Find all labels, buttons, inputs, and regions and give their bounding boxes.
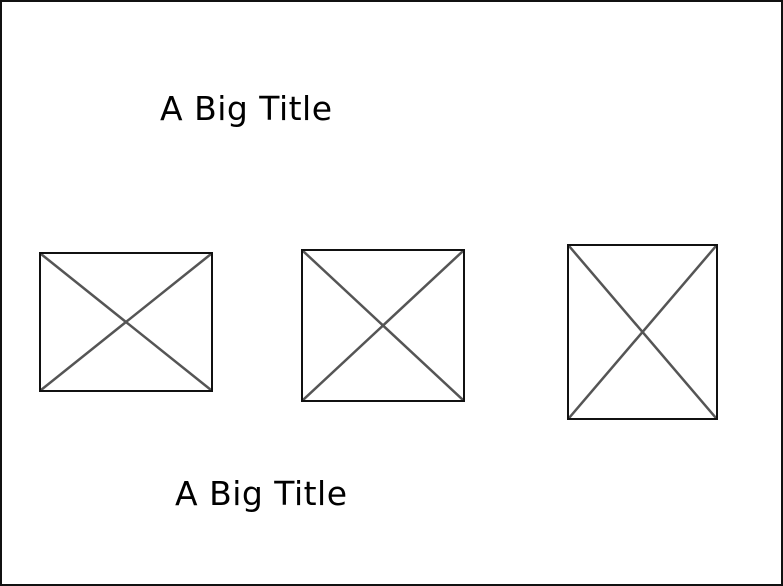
- image-placeholder-icon: [41, 254, 211, 390]
- big-title-bottom: A Big Title: [175, 474, 348, 513]
- big-title-top: A Big Title: [160, 89, 333, 128]
- image-placeholder-icon: [569, 246, 716, 418]
- image-placeholder-2: [301, 249, 465, 402]
- image-placeholder-icon: [303, 251, 463, 400]
- image-placeholder-3: [567, 244, 718, 420]
- image-placeholder-1: [39, 252, 213, 392]
